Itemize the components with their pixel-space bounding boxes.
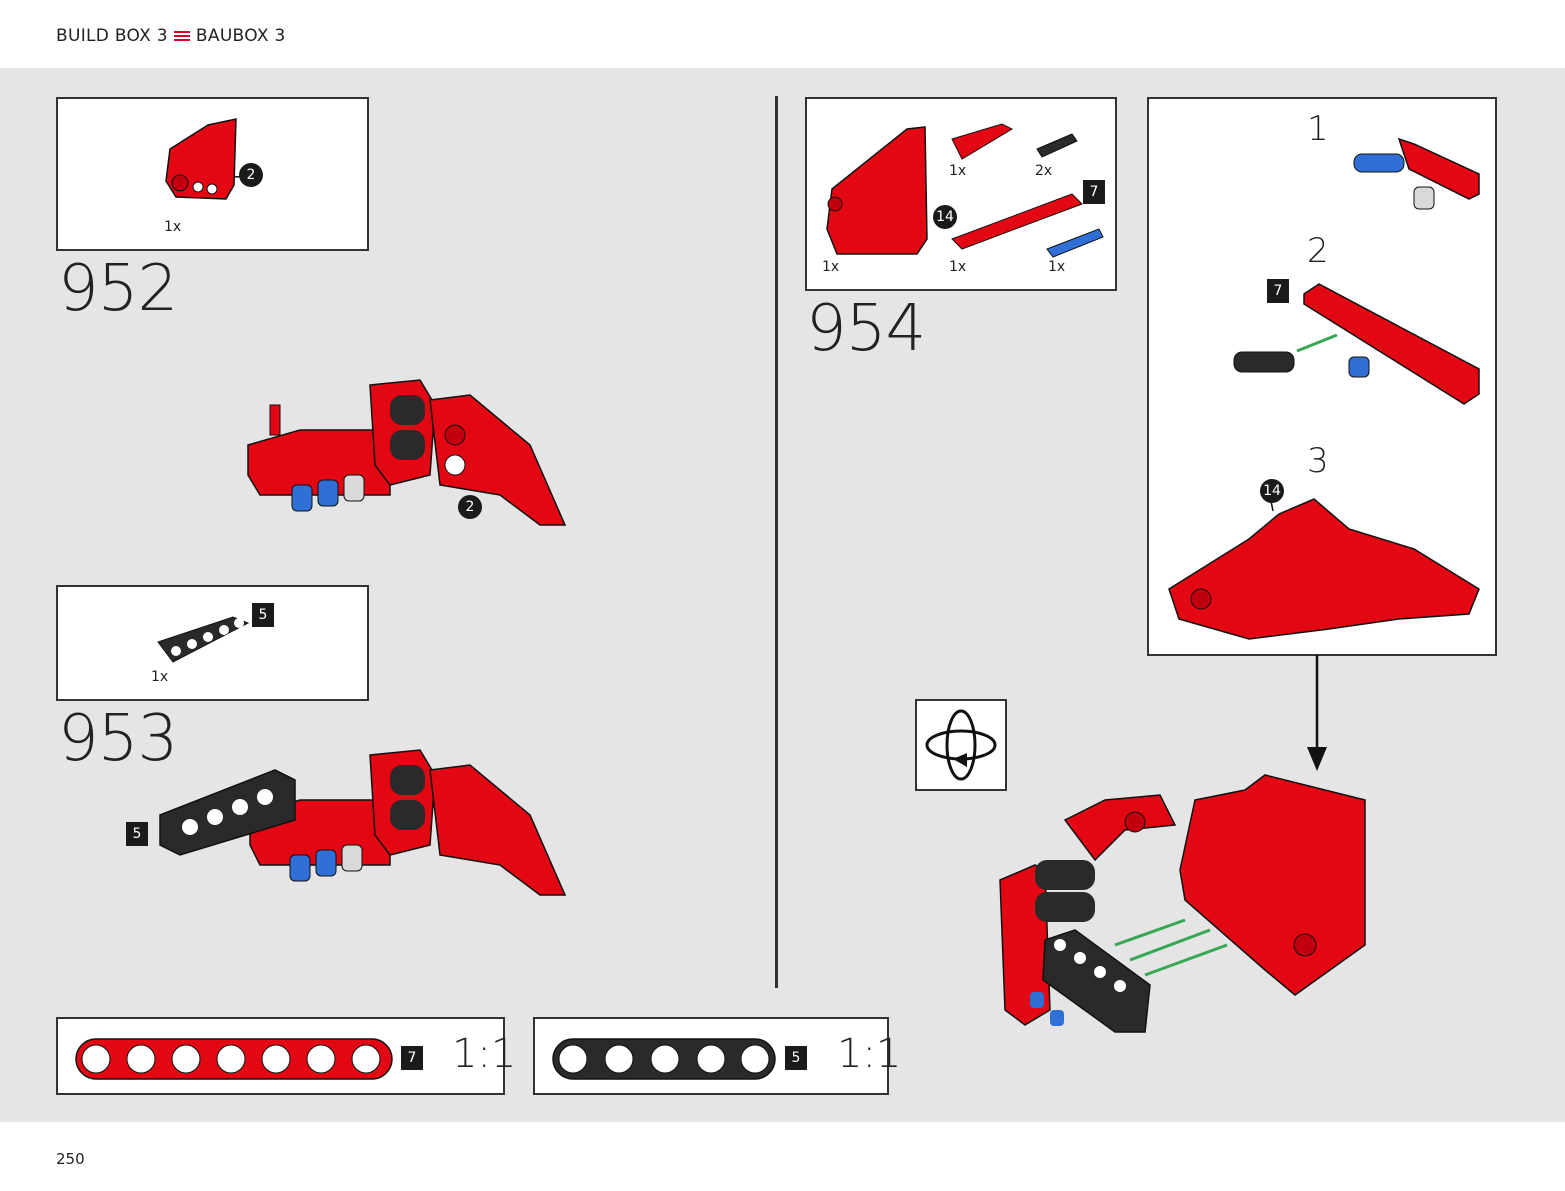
part-badge-954: 7: [1083, 180, 1105, 204]
substep-1: 1: [1307, 109, 1329, 149]
part-qty-954-c: 1x: [822, 259, 840, 275]
part-qty-954-a: 1x: [949, 163, 967, 179]
parts-box-953: 5 1x: [56, 585, 369, 701]
black-beam-5-part-icon: [157, 616, 250, 663]
page-number: 250: [56, 1150, 85, 1168]
red-beam-7-scale-icon: [75, 1038, 393, 1080]
callout-circle-952-main: 2: [458, 495, 482, 519]
parts-box-954: 1x 2x 1x 1x 1x 7 14: [805, 97, 1117, 291]
ruler-box-black-beam: 5 1:1: [533, 1017, 901, 1095]
step-number-952: 952: [58, 252, 178, 326]
assembly-952-illustration: [247, 379, 567, 526]
part-qty-954-b: 2x: [1035, 163, 1053, 179]
substep-3-callout: 14: [1260, 479, 1284, 503]
subassembly-954-illustration: [1168, 137, 1480, 640]
ruler-red-ratio: 1:1: [452, 1031, 517, 1077]
ruler-black-badge: 5: [785, 1046, 807, 1070]
header-right-label: BAUBOX 3: [195, 26, 286, 46]
ruler-red-badge: 7: [401, 1046, 423, 1070]
ruler-box-red-beam: 7 1:1: [56, 1017, 516, 1095]
assembly-953-illustration: [159, 749, 567, 896]
step-number-953: 953: [58, 702, 178, 776]
part-badge-953: 5: [252, 603, 274, 627]
assembly-954-illustration: [999, 774, 1366, 1033]
callout-circle-954: 14: [933, 205, 957, 229]
arrow-down-icon: [1307, 655, 1327, 771]
substep-2: 2: [1307, 231, 1329, 271]
page-header: BUILD BOX 3 BAUBOX 3: [0, 0, 1565, 68]
parts-954-illustration: [826, 123, 1104, 258]
part-qty-954-e: 1x: [1048, 259, 1066, 275]
part-qty-954-d: 1x: [949, 259, 967, 275]
ruler-black-ratio: 1:1: [837, 1031, 902, 1077]
substep-2-badge: 7: [1267, 279, 1289, 303]
callout-circle-952: 2: [239, 163, 263, 187]
header-title: BUILD BOX 3 BAUBOX 3: [56, 26, 286, 46]
substep-3: 3: [1307, 441, 1329, 481]
part-qty-952: 1x: [164, 219, 182, 235]
subassembly-box-954: 1 2 7 3 14: [1147, 97, 1497, 656]
angle-connector-part-icon: [165, 118, 251, 200]
column-divider: [775, 96, 778, 988]
part-qty-953: 1x: [151, 669, 169, 685]
part-badge-953-main: 5: [126, 822, 148, 846]
parts-box-952: 2 1x: [56, 97, 369, 251]
step-number-954: 954: [806, 292, 926, 366]
rotate-model-icon: [915, 699, 1007, 791]
menu-icon: [173, 29, 190, 43]
header-left-label: BUILD BOX 3: [56, 26, 168, 46]
black-beam-5-scale-icon: [552, 1038, 776, 1080]
